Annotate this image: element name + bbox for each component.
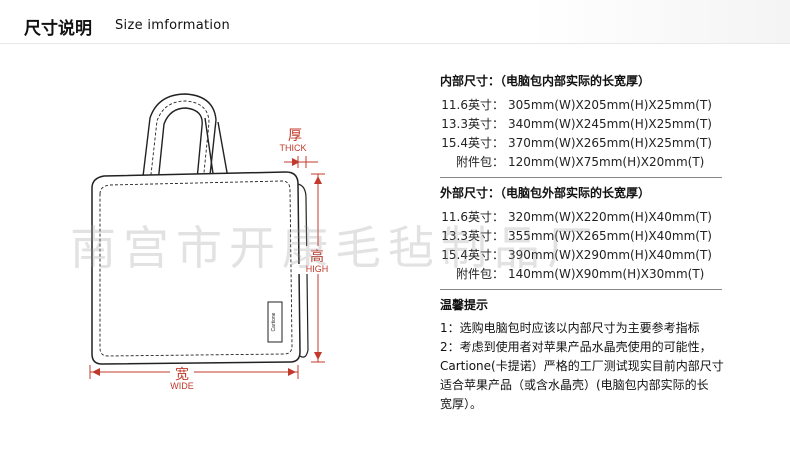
- spec-panel: 内部尺寸：（电脑包内部实际的长宽厚） 11.6英寸：305mm(W)X205mm…: [440, 72, 780, 414]
- section-divider: [440, 289, 722, 290]
- wide-label-en: WIDE: [170, 381, 194, 391]
- inner-row: 13.3英寸：340mm(W)X245mm(H)X25mm(T): [441, 116, 712, 132]
- outer-row: 附件包：140mm(W)X90mm(H)X30mm(T): [455, 266, 705, 282]
- tips-body: 1：选购电脑包时应该以内部尺寸为主要参考指标 2：考虑到使用者对苹果产品水晶壳使…: [440, 319, 740, 414]
- tip-line: 适合苹果产品（或含水晶壳）(电脑包内部实际的长: [440, 378, 709, 392]
- high-label-en: HIGH: [298, 264, 336, 274]
- bag-label-tag: [267, 301, 283, 343]
- tip-line: 宽厚）。: [440, 397, 483, 411]
- outer-row: 15.4英寸：390mm(W)X290mm(H)X40mm(T): [441, 247, 712, 263]
- tip-line: Cartione(卡提诺）严格的工厂测试现实目前内部尺寸: [440, 359, 724, 373]
- watermark: 南宫市开康毛毡制品厂: [70, 221, 600, 275]
- outer-size-title: 外部尺寸：（电脑包外部实际的长宽厚）: [440, 186, 651, 200]
- thick-label-cn: 厚: [288, 128, 302, 144]
- outer-row: 13.3英寸：355mm(W)X265mm(H)X40mm(T): [441, 228, 712, 244]
- inner-row: 15.4英寸：370mm(W)X265mm(H)X25mm(T): [441, 135, 712, 151]
- tips-title: 温馨提示: [440, 298, 489, 312]
- header-divider: [0, 43, 790, 44]
- tip-line: 1：选购电脑包时应该以内部尺寸为主要参考指标: [440, 321, 700, 335]
- tip-line: 2：考虑到使用者对苹果产品水晶壳使用的可能性，: [440, 340, 712, 354]
- inner-size-title: 内部尺寸：（电脑包内部实际的长宽厚）: [440, 74, 651, 88]
- bag-body: [91, 171, 301, 365]
- bag-illustration: Cartione: [89, 93, 325, 379]
- inner-row: 11.6英寸：305mm(W)X205mm(H)X25mm(T): [441, 97, 712, 113]
- header-fade: [530, 0, 790, 44]
- high-label-cn: 高: [306, 246, 328, 266]
- header: 尺寸说明 Size imformation: [0, 0, 790, 48]
- bag-tag-text: Cartione: [271, 312, 277, 331]
- inner-row: 附件包：120mm(W)X75mm(H)X20mm(T): [455, 154, 705, 170]
- outer-row: 11.6英寸：320mm(W)X220mm(H)X40mm(T): [441, 209, 712, 225]
- page-subtitle: Size imformation: [115, 18, 231, 33]
- page-title: 尺寸说明: [24, 19, 92, 39]
- wide-label-cn: 宽: [170, 364, 194, 384]
- thick-label-en: THICK: [279, 143, 307, 153]
- section-divider: [440, 177, 722, 178]
- bag-handles: [138, 93, 234, 213]
